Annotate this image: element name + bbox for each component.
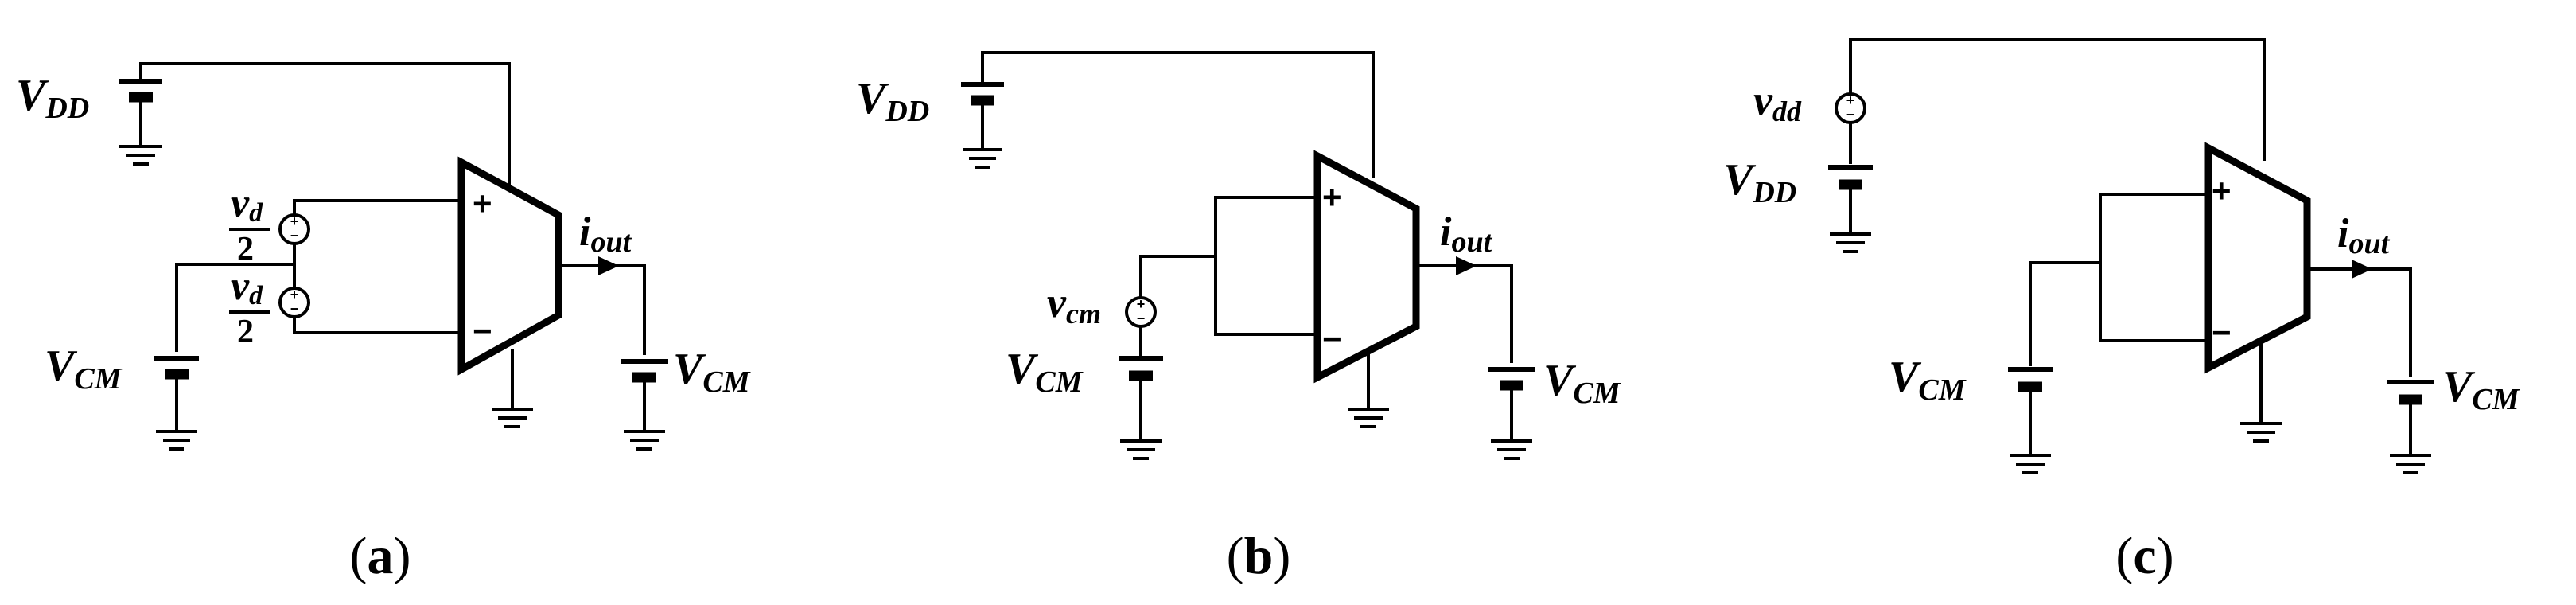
- cm-wire-c: [2029, 261, 2102, 366]
- vdd-src-label-c: vdd: [1753, 76, 1802, 127]
- vcm-label-left-b: VCM: [1006, 345, 1084, 399]
- svg-text:−: −: [1846, 107, 1855, 123]
- vcm-label-out-a: VCM: [673, 345, 751, 399]
- iout-label-a: iout: [579, 209, 632, 259]
- input-plus-wire-a: [293, 199, 463, 217]
- svg-text:+: +: [1846, 92, 1855, 108]
- svg-text:−: −: [290, 228, 299, 244]
- svg-text:−: −: [1137, 310, 1146, 326]
- svg-text:+: +: [290, 287, 299, 302]
- vd-source-top: + −: [278, 213, 310, 245]
- svg-text:vd: vd: [231, 263, 263, 310]
- vcm-label-left-c: VCM: [1889, 353, 1967, 407]
- vcm-battery-out-c: [2387, 380, 2434, 474]
- vdd-wire-a: [139, 62, 511, 185]
- vdd-source-c: + −: [1835, 92, 1866, 124]
- minus-terminal-b: −: [1322, 320, 1342, 357]
- caption-c: (c): [2115, 527, 2173, 585]
- vcm-battery-left-b: [1119, 325, 1163, 460]
- vdd-battery-a: [119, 79, 162, 146]
- output-wire-a: [557, 264, 646, 355]
- output-wire-b: [1414, 264, 1513, 363]
- vcm-label-out-c: VCM: [2442, 362, 2520, 416]
- plus-terminal-a: +: [473, 185, 492, 222]
- amplifier-b: [1313, 150, 1420, 384]
- vdd-label-c: VDD: [1723, 155, 1796, 209]
- svg-text:+: +: [290, 213, 299, 229]
- vcm-source-b: + −: [1125, 296, 1157, 328]
- vdd-wire-c: [1849, 38, 2266, 161]
- cm-wire-b: [1139, 255, 1217, 299]
- minus-terminal-c: −: [2212, 314, 2232, 351]
- panel-a: + − + − + − vd 2 vd 2: [16, 62, 751, 585]
- panel-c: + − vdd VDD + − VCM: [1723, 38, 2520, 585]
- vcm-battery-left-c: [2008, 367, 2053, 474]
- vcm-battery-out-a: [621, 359, 668, 451]
- vdd-battery-b: [961, 82, 1004, 169]
- iout-label-b: iout: [1440, 209, 1493, 259]
- vdd-label-a: VDD: [16, 71, 89, 125]
- minus-terminal-a: −: [473, 312, 492, 349]
- amplifier-c: [2204, 142, 2311, 374]
- panel-b: VDD + − + − vcm VCM iou: [856, 51, 1621, 585]
- vd-half-label-top: vd 2: [229, 181, 270, 267]
- svg-text:2: 2: [237, 314, 254, 350]
- svg-text:vd: vd: [231, 181, 263, 228]
- amp-ground-a: [492, 349, 533, 428]
- vcm-src-label-b: vcm: [1047, 279, 1101, 330]
- output-arrow-a: [598, 256, 619, 275]
- vd-source-bottom: + −: [278, 287, 310, 318]
- svg-text:2: 2: [237, 231, 254, 267]
- caption-b: (b): [1227, 527, 1291, 585]
- shorted-inputs-c: [2099, 193, 2210, 342]
- iout-label-c: iout: [2337, 211, 2391, 260]
- amp-ground-b: [1348, 350, 1389, 428]
- vdd-label-b: VDD: [856, 74, 929, 128]
- amp-ground-c: [2240, 341, 2282, 443]
- ground-icon: [119, 145, 162, 166]
- shorted-inputs-b: [1214, 196, 1319, 336]
- svg-text:+: +: [1137, 296, 1146, 312]
- plus-terminal-c: +: [2212, 172, 2232, 209]
- vcm-battery-left-a: [154, 356, 199, 451]
- svg-text:−: −: [290, 301, 299, 317]
- vdd-wire-b: [981, 51, 1375, 178]
- vcm-battery-out-b: [1488, 367, 1535, 460]
- vd-half-label-bottom: vd 2: [229, 263, 270, 350]
- plus-terminal-b: +: [1322, 178, 1342, 216]
- vcm-node-wire-a: [175, 263, 296, 352]
- vcm-label-out-b: VCM: [1543, 356, 1621, 410]
- output-wire-c: [2306, 267, 2412, 377]
- input-minus-wire-a: [293, 317, 463, 334]
- vcm-label-left-a: VCM: [45, 342, 123, 396]
- amplifier-a: [457, 156, 562, 376]
- caption-a: (a): [350, 527, 411, 585]
- output-arrow-b: [1456, 256, 1477, 275]
- vdd-battery-c: [1828, 121, 1873, 253]
- output-arrow-c: [2352, 260, 2372, 279]
